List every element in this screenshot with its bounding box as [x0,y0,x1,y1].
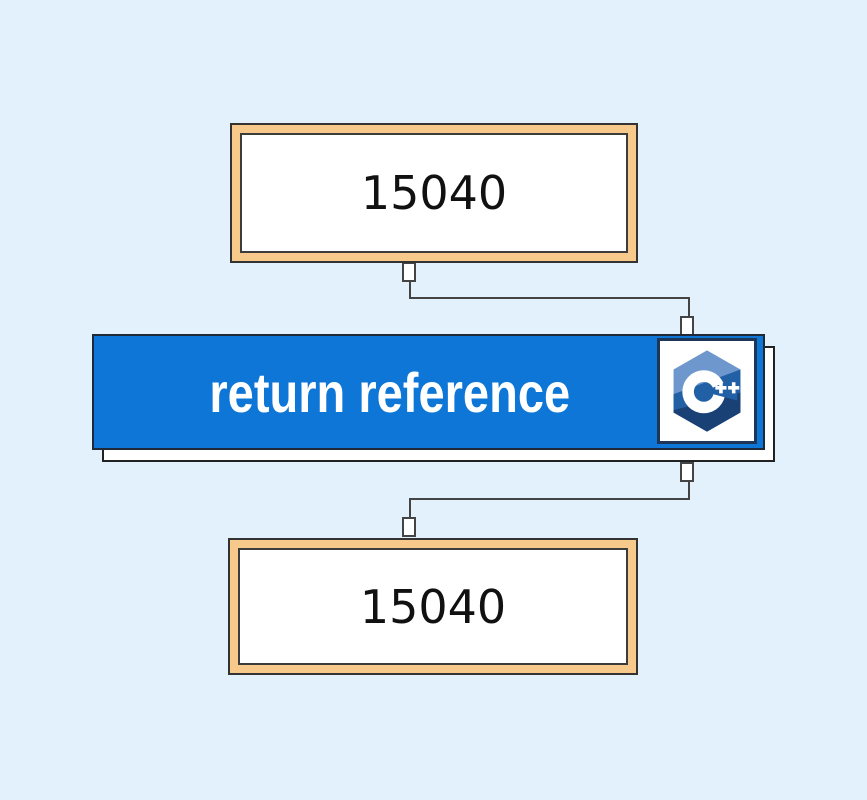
connector-line [409,297,690,299]
top-box-value: 15040 [360,166,508,220]
value-box-bottom-inner: 15040 [238,548,628,665]
cpp-letter-c [682,370,726,414]
connector-line [409,498,411,519]
value-box-top-inner: 15040 [240,133,628,253]
banner-label-area: return reference [94,336,651,448]
bottom-box-value: 15040 [359,579,507,634]
connector-stub [402,517,416,537]
connector-line [688,297,690,318]
banner: return reference [92,334,765,450]
cpp-plus-plus [715,382,740,394]
cpp-logo-card [657,338,757,444]
connector-line [409,498,690,500]
banner-label: return reference [209,360,570,424]
connector-line [688,478,690,500]
value-box-top: 15040 [230,123,638,263]
value-box-bottom: 15040 [228,538,638,675]
connector-stub [402,262,416,282]
connector-line [409,280,411,299]
connector-stub [680,316,694,336]
cpp-logo-icon [673,350,741,432]
connector-stub [680,462,694,482]
